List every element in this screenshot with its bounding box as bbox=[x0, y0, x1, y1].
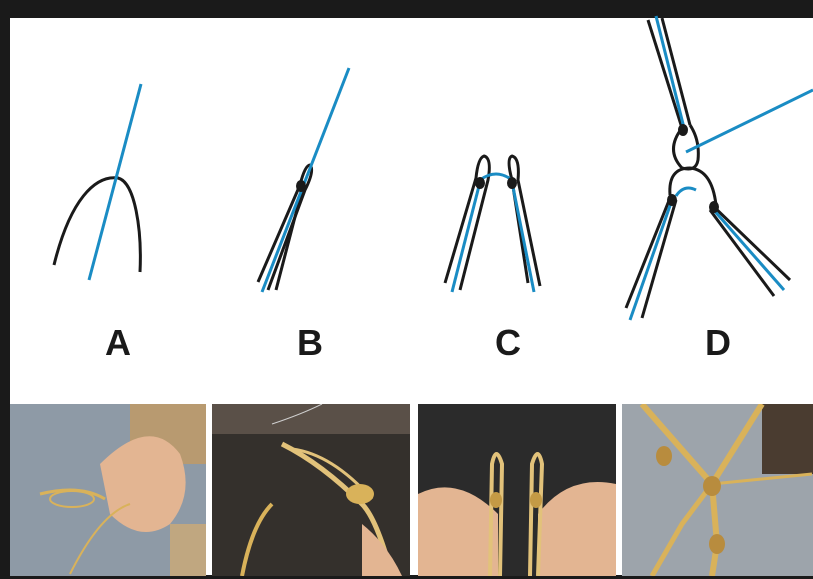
panel-c-blue-left bbox=[452, 182, 480, 292]
panel-a-drawing bbox=[54, 84, 141, 280]
panel-b-dark-strand-right bbox=[276, 190, 302, 290]
panel-c-knot-right bbox=[507, 177, 517, 189]
panel-c-dark-loop-right bbox=[509, 156, 540, 286]
panel-a-dark-strand bbox=[54, 178, 140, 272]
photo-step-c bbox=[418, 404, 616, 576]
panel-d-knot-top bbox=[678, 124, 688, 136]
panel-d-blue-right-arm bbox=[686, 90, 813, 152]
panel-label-d: D bbox=[688, 322, 748, 364]
panel-d-knot-right bbox=[709, 201, 719, 213]
panel-c-blue-bridge bbox=[480, 174, 512, 180]
panel-d-blue-left bbox=[630, 200, 672, 320]
panel-label-a: A bbox=[88, 322, 148, 364]
panel-c-dark-loop-left bbox=[445, 156, 489, 290]
panel-label-c: C bbox=[478, 322, 538, 364]
panel-b-blue-strand bbox=[262, 68, 349, 292]
panel-d-blue-top bbox=[656, 16, 684, 128]
panel-d-drawing bbox=[626, 16, 813, 320]
photo-step-a bbox=[10, 404, 206, 576]
panel-d-dark-right-a bbox=[712, 205, 790, 280]
panel-d-dark-right-b bbox=[710, 210, 774, 296]
panel-label-b: B bbox=[280, 322, 340, 364]
panel-c-drawing bbox=[445, 156, 540, 292]
panel-d-blue-lower-loop bbox=[676, 188, 696, 196]
panel-d-blue-right bbox=[712, 208, 784, 290]
photo-step-b bbox=[212, 404, 410, 576]
panel-b-drawing bbox=[258, 68, 349, 292]
panel-d-knot-left bbox=[667, 194, 677, 206]
panel-b-knot bbox=[296, 180, 306, 192]
panel-d-dark-left-a bbox=[626, 198, 670, 308]
photo-step-d bbox=[622, 404, 813, 576]
panel-c-knot-left bbox=[475, 177, 485, 189]
